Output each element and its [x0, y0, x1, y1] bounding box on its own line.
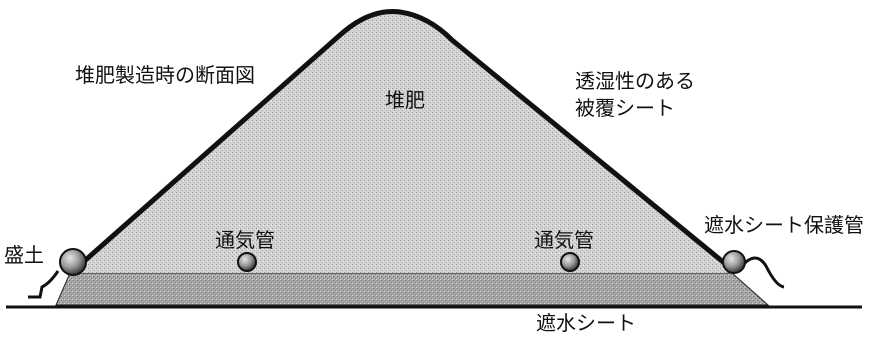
- permeable-sheet-label-line1: 透湿性のある: [575, 69, 695, 93]
- base-slab: [55, 272, 770, 306]
- compost-pile: [72, 11, 730, 273]
- permeable-cover-sheet: [69, 8, 731, 275]
- protection-pipe-label: 遮水シート保護管: [704, 213, 864, 237]
- vent-pipe-right-icon: [560, 252, 580, 272]
- vent-pipe-right-label: 通気管: [534, 228, 594, 252]
- permeable-sheet-label-line2: 被覆シート: [575, 96, 675, 120]
- vent-pipe-left-icon: [237, 252, 257, 272]
- cross-section-title: 堆肥製造時の断面図: [75, 63, 255, 87]
- vent-pipe-left-label: 通気管: [215, 228, 275, 252]
- berm-label: 盛土: [4, 243, 44, 267]
- left-berm-edge: [28, 270, 60, 299]
- right-berm-edge: [740, 256, 785, 289]
- protection-pipe-icon: [722, 250, 746, 274]
- compost-label: 堆肥: [385, 88, 425, 112]
- left-berm-ball-icon: [59, 248, 87, 276]
- waterproof-sheet-label: 遮水シート: [536, 311, 636, 335]
